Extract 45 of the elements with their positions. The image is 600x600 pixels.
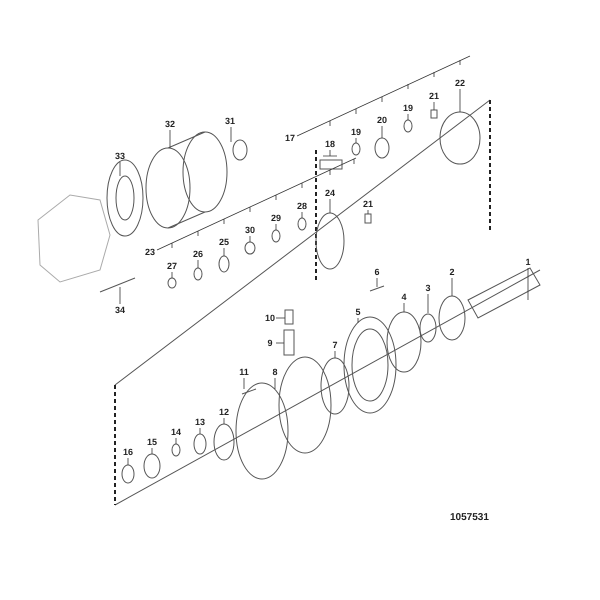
- callout-number: 19: [351, 127, 361, 137]
- leader-line: [322, 150, 338, 156]
- callout-number: 21: [429, 91, 439, 101]
- callout-number: 2: [450, 267, 454, 277]
- callout-number: 33: [115, 151, 125, 161]
- callout-number: 19: [403, 103, 413, 113]
- callout-number: 12: [219, 407, 229, 417]
- callout-number: 29: [271, 213, 281, 223]
- callout-number: 22: [455, 78, 465, 88]
- callout-number: 13: [195, 417, 205, 427]
- callout-number: 5: [356, 307, 360, 317]
- drawing-number: 1057531: [450, 512, 489, 523]
- callout-number: 7: [332, 340, 338, 350]
- callout-number: 25: [219, 237, 229, 247]
- callout-number: 10: [265, 313, 275, 323]
- callout-number: 34: [115, 305, 125, 315]
- callout-number: 4: [402, 292, 406, 302]
- callout-number: 1: [526, 257, 530, 267]
- callout-number: 17: [285, 133, 295, 143]
- callout-number: 15: [147, 437, 157, 447]
- callout-number: 27: [167, 261, 177, 271]
- callout-number: 23: [145, 247, 155, 257]
- callout-number: 20: [377, 115, 387, 125]
- callout-number: 30: [245, 225, 255, 235]
- callout-number: 3: [426, 283, 430, 293]
- callout-number: 16: [123, 447, 133, 457]
- leader-line: [230, 126, 232, 142]
- leader-line: [274, 378, 276, 390]
- callout-number: 14: [171, 427, 181, 437]
- callout-number: 6: [374, 267, 380, 277]
- callout-number: 24: [325, 188, 335, 198]
- leader-line: [334, 350, 336, 358]
- callout-number: 31: [225, 116, 235, 126]
- callout-number: 28: [297, 201, 307, 211]
- leader-line: [156, 158, 356, 250]
- callout-number: 18: [325, 139, 335, 149]
- callout-number: 8: [272, 367, 278, 377]
- callout-number: 9: [268, 338, 272, 348]
- callout-number: 26: [193, 249, 203, 259]
- leader-line: [276, 342, 284, 344]
- callout-number: 21: [363, 199, 373, 209]
- leader-line: [376, 278, 378, 288]
- callout-number: 11: [239, 367, 249, 377]
- callout-number: 32: [165, 119, 175, 129]
- leader-line: [296, 56, 470, 136]
